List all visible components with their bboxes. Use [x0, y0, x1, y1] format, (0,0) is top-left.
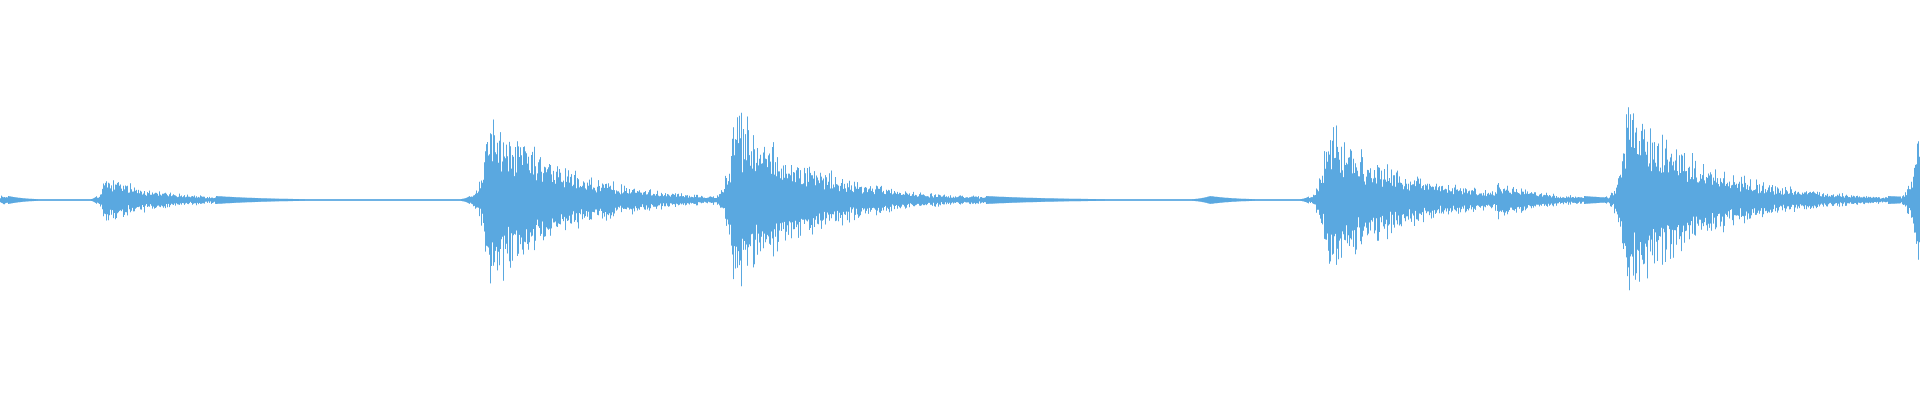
waveform-peaks: [0, 107, 1920, 291]
